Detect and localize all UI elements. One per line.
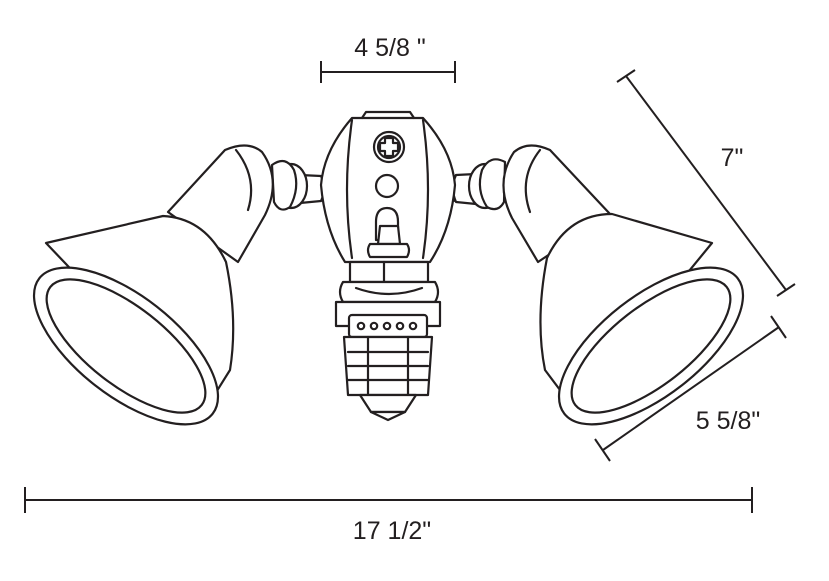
mounting-box — [319, 110, 457, 264]
sensor-indicator-dots — [356, 321, 418, 331]
dimension-label-height: 7" — [721, 144, 744, 172]
dimension-label-mount-width: 4 5/8 " — [354, 34, 425, 62]
dimension-tick-bottom — [776, 283, 796, 297]
dimension-line — [625, 75, 787, 291]
dimension-tick-top — [616, 69, 636, 83]
dimension-tick-left — [594, 438, 611, 462]
right-lamp-head — [502, 144, 745, 426]
mounting-hole-icon — [374, 173, 400, 199]
sensor-stem — [348, 224, 430, 284]
left-lamp-head — [32, 144, 274, 426]
dimension-overall-width: 17 1/2" — [24, 487, 753, 545]
dimension-height: 7" — [616, 69, 796, 297]
screw-icon — [372, 130, 406, 164]
dimension-mount-width: 4 5/8 " — [320, 34, 456, 83]
dimension-label-overall-width: 17 1/2" — [353, 517, 431, 545]
motion-sensor — [334, 280, 442, 422]
dimension-tick-right — [770, 315, 787, 339]
dimension-head-diameter: 5 5/8" — [594, 315, 787, 462]
dimension-line — [602, 326, 780, 451]
dimension-label-head-diameter: 5 5/8" — [696, 407, 760, 435]
